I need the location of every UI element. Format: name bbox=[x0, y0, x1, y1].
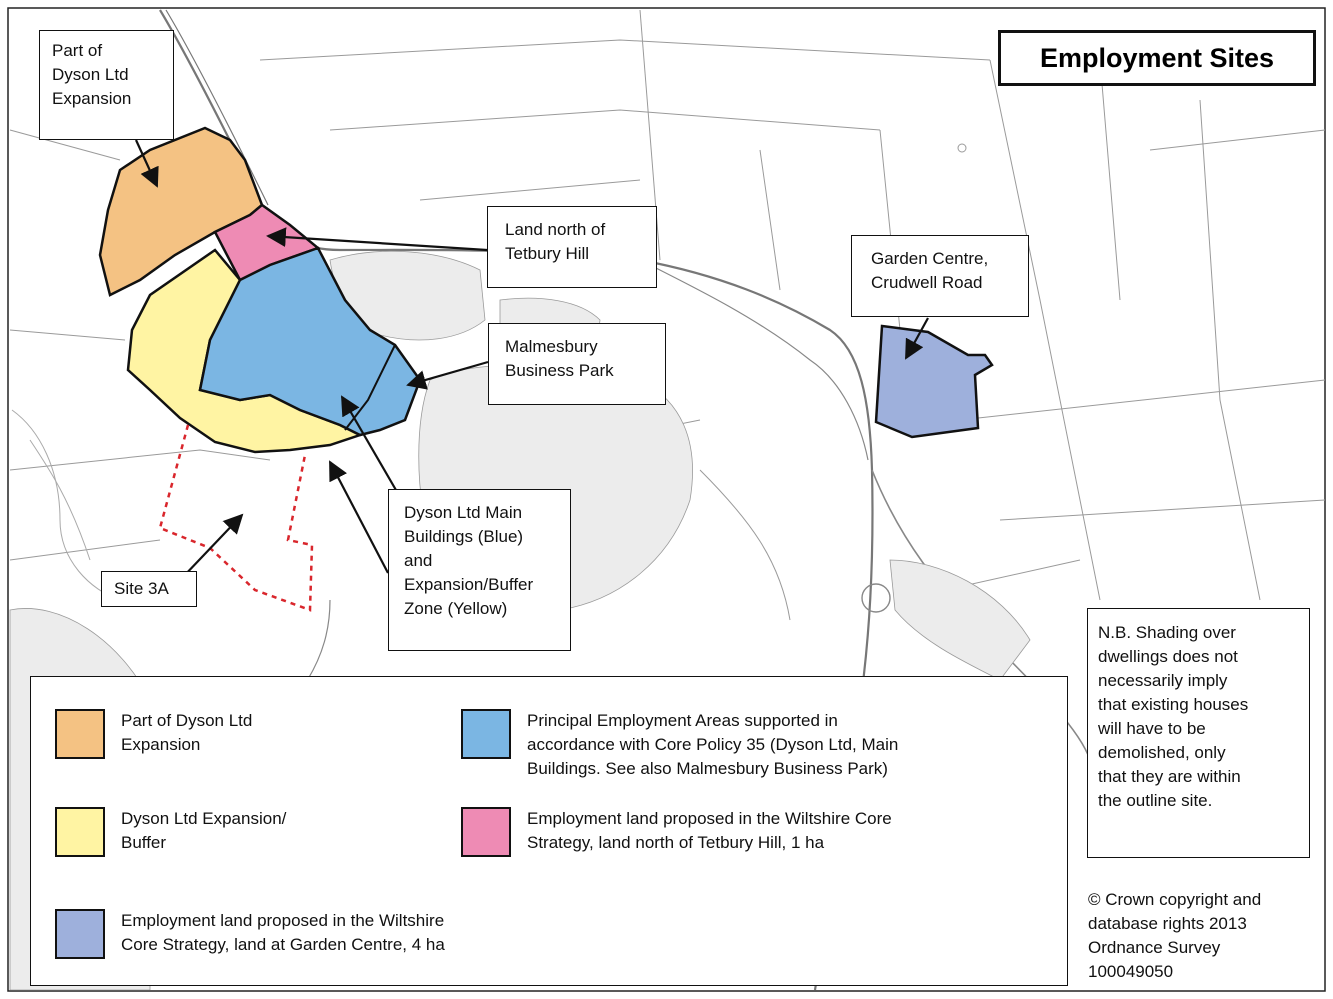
arrow-garden-centre bbox=[905, 317, 929, 360]
label-dyson-expansion-part: Part of Dyson Ltd Expansion bbox=[39, 30, 174, 140]
arrow-dyson-main-blue bbox=[341, 395, 401, 498]
area-dyson-main bbox=[198, 246, 422, 437]
label-dyson-main: Dyson Ltd Main Buildings (Blue) and Expa… bbox=[388, 489, 571, 651]
label-site-3a: Site 3A bbox=[101, 571, 197, 607]
map-frame bbox=[7, 7, 1326, 992]
legend-swatch-lavender bbox=[55, 909, 105, 959]
arrow-dyson-expansion-part bbox=[134, 139, 159, 188]
legend-swatch-blue bbox=[461, 709, 511, 759]
divider-business-park bbox=[344, 344, 396, 431]
arrow-business-park bbox=[406, 360, 489, 390]
area-dyson-expansion-part bbox=[98, 126, 264, 297]
legend-swatch-yellow bbox=[55, 807, 105, 857]
copyright-notice: © Crown copyright and database rights 20… bbox=[1088, 890, 1262, 981]
outline-site-3a bbox=[158, 424, 314, 612]
map-title: Employment Sites bbox=[998, 30, 1316, 86]
area-garden-centre bbox=[874, 324, 994, 439]
legend: Part of Dyson Ltd Expansion Principal Em… bbox=[30, 676, 1068, 986]
arrow-site-3a bbox=[181, 513, 244, 579]
shading-note: N.B. Shading over dwellings does not nec… bbox=[1087, 608, 1310, 858]
arrow-dyson-main-yellow bbox=[329, 460, 389, 574]
label-tetbury-hill: Land north of Tetbury Hill bbox=[487, 206, 657, 288]
arrow-tetbury-hill bbox=[266, 227, 488, 252]
label-business-park: Malmesbury Business Park bbox=[488, 323, 666, 405]
legend-swatch-orange bbox=[55, 709, 105, 759]
legend-swatch-pink bbox=[461, 807, 511, 857]
callout-arrows bbox=[134, 139, 929, 579]
label-garden-centre: Garden Centre, Crudwell Road bbox=[851, 235, 1029, 317]
